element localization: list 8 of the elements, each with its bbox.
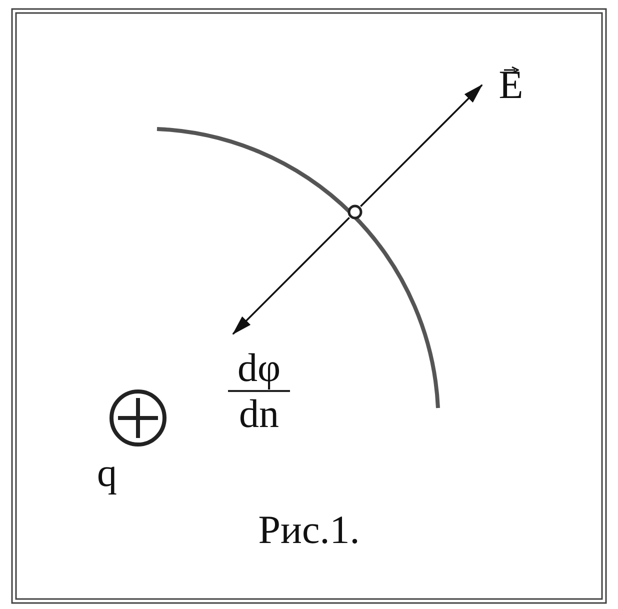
fraction-label: dφ dn [228,346,290,438]
vector-label: E [494,62,528,108]
arrow [360,84,483,207]
figure-caption: Рис.1. [257,510,361,550]
point-marker [347,204,363,220]
charge-symbol [109,389,167,447]
arrow [232,217,350,335]
charge-label: q [97,453,117,493]
